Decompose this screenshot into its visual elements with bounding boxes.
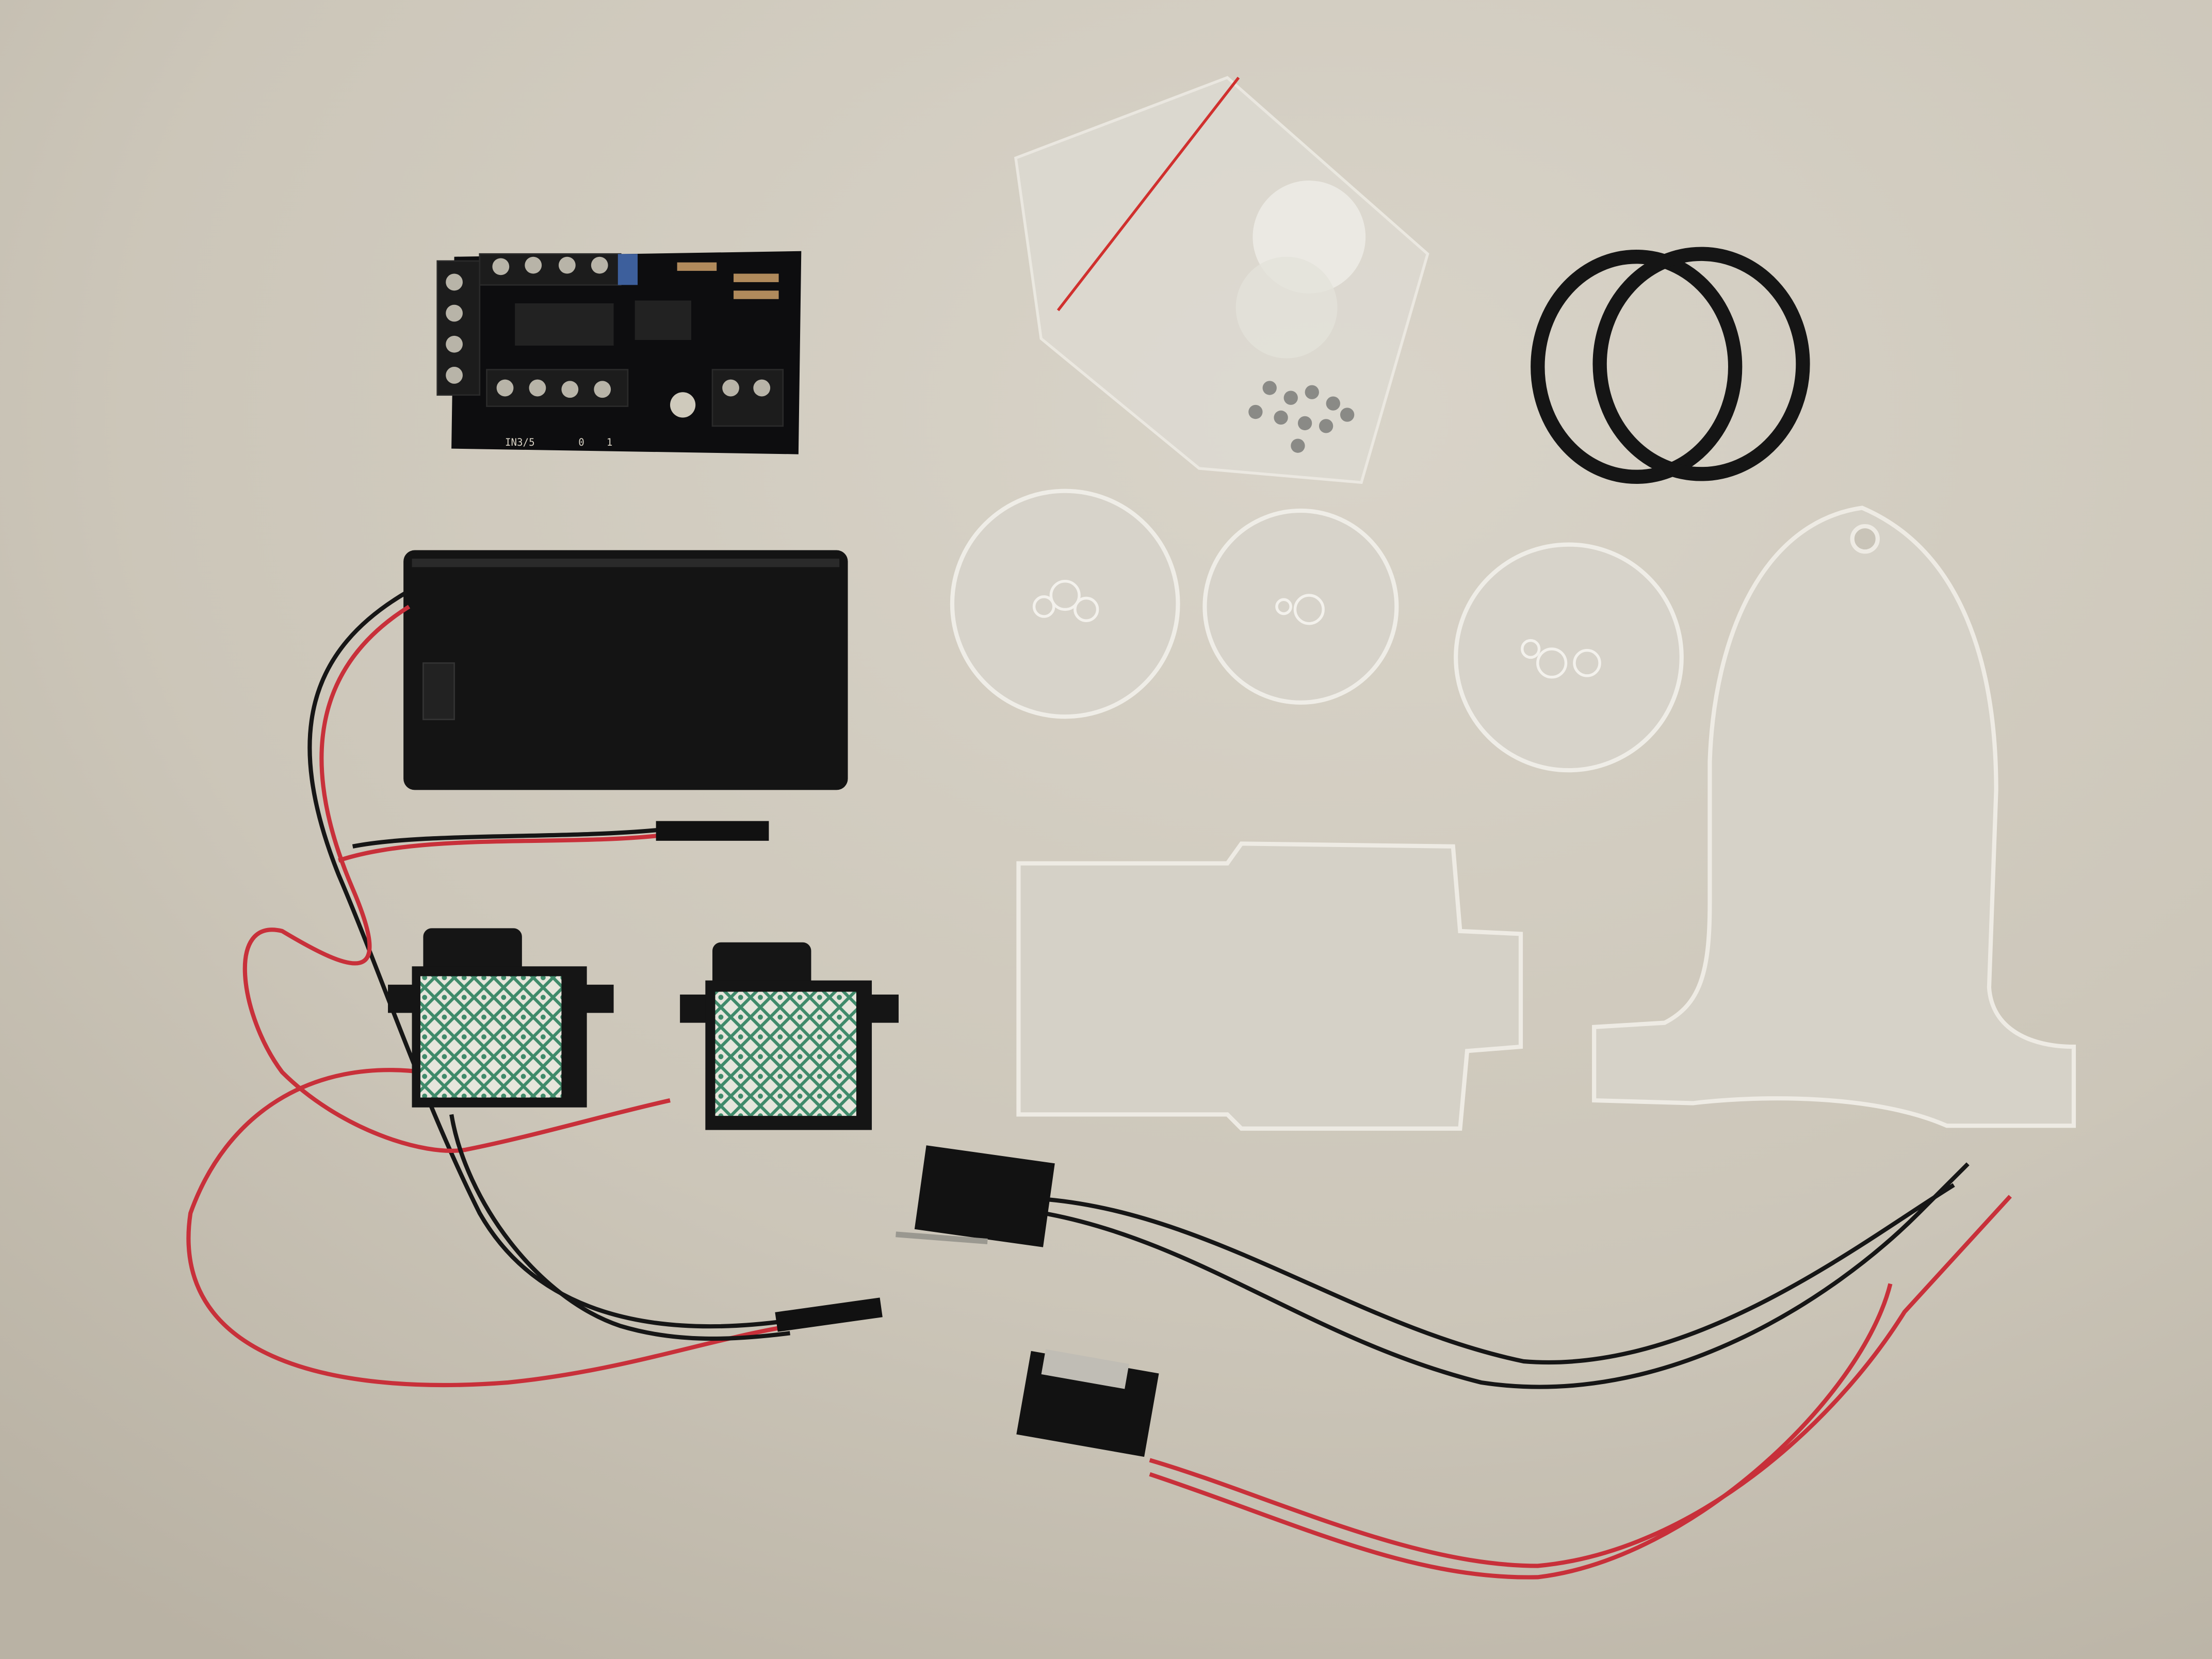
- acrylic-chassis-plate: [1592, 506, 2076, 1128]
- acrylic-base-plate: [1016, 841, 1523, 1131]
- micro-switch: [896, 1145, 1055, 1247]
- jumper-pin-connector-2: [775, 1297, 883, 1332]
- pcb-label-0: 0: [578, 436, 584, 448]
- pcb-label-in: IN3/5: [505, 436, 535, 448]
- motor-driver-pcb: IN3/5 0 1: [436, 251, 802, 454]
- acrylic-wheel-discs: [950, 489, 1684, 773]
- servo-motor-left: [388, 928, 614, 1108]
- zip-bag-with-screws: [1014, 76, 1429, 484]
- disc-holes: [1032, 579, 1601, 679]
- pcb-label-1: 1: [607, 436, 613, 448]
- reed-switch-sensor: [1016, 1349, 1159, 1457]
- battery-holder: [403, 550, 848, 790]
- rubber-o-rings: [1531, 247, 1810, 484]
- servo-motor-right: [680, 942, 899, 1130]
- wires: [186, 591, 2012, 1580]
- jumper-pin-connector: [656, 821, 769, 841]
